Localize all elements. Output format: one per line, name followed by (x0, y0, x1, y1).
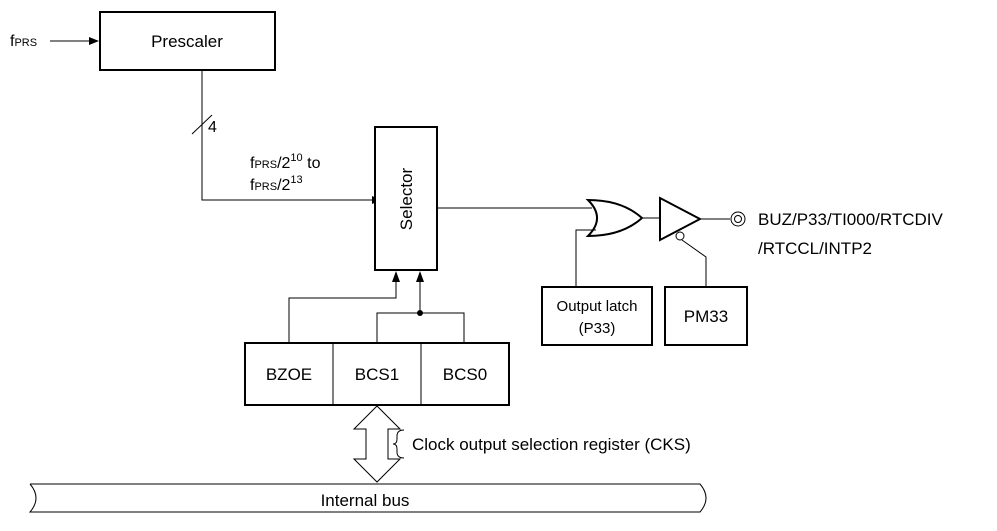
output-buffer (659, 196, 703, 242)
bcs-arrow (416, 271, 424, 282)
pin-label-line2: /RTCCL/INTP2 (758, 239, 872, 258)
freq-range-line2: fPRS/213 (250, 174, 303, 194)
register-name-brace (392, 429, 405, 459)
input-signal-label: fPRS (10, 33, 37, 50)
latch-to-or-line (575, 229, 596, 287)
register-bus-double-arrow (352, 405, 402, 483)
prescaler-block (99, 11, 276, 71)
buffer-enable-bubble (675, 231, 685, 241)
register-bit-bzoe: BZOE (266, 365, 312, 384)
register-name-label: Clock output selection register (CKS) (412, 435, 691, 454)
pin-label-line1: BUZ/P33/TI000/RTCDIV (758, 210, 944, 229)
selector-block (374, 126, 438, 271)
or-gate (585, 198, 644, 238)
prescaler-output-line (201, 70, 372, 201)
output-latch-block (541, 286, 653, 346)
prescaler-label: Prescaler (151, 32, 223, 51)
output-latch-label-line2: (P33) (579, 320, 616, 337)
pin-inner-circle (734, 215, 742, 223)
selector-label: Selector (397, 167, 416, 230)
internal-bus (28, 483, 707, 513)
bcs-control-join (376, 312, 465, 343)
bzoe-arrow (392, 271, 400, 282)
pm33-to-buffer-line (681, 239, 707, 287)
pm33-block (664, 286, 748, 346)
bus-width-label: 4 (208, 119, 217, 136)
cks-register (244, 342, 510, 406)
pm33-label: PM33 (684, 307, 728, 326)
bus-slash (191, 114, 213, 135)
register-bit-bcs1: BCS1 (355, 365, 399, 384)
freq-range-line1: fPRS/210 to (250, 152, 321, 172)
output-latch-label-line1: Output latch (557, 298, 638, 315)
register-bit-bcs0: BCS0 (443, 365, 487, 384)
bcs-junction-dot (417, 310, 423, 316)
bzoe-control-line (288, 280, 397, 343)
internal-bus-label: Internal bus (321, 491, 410, 510)
